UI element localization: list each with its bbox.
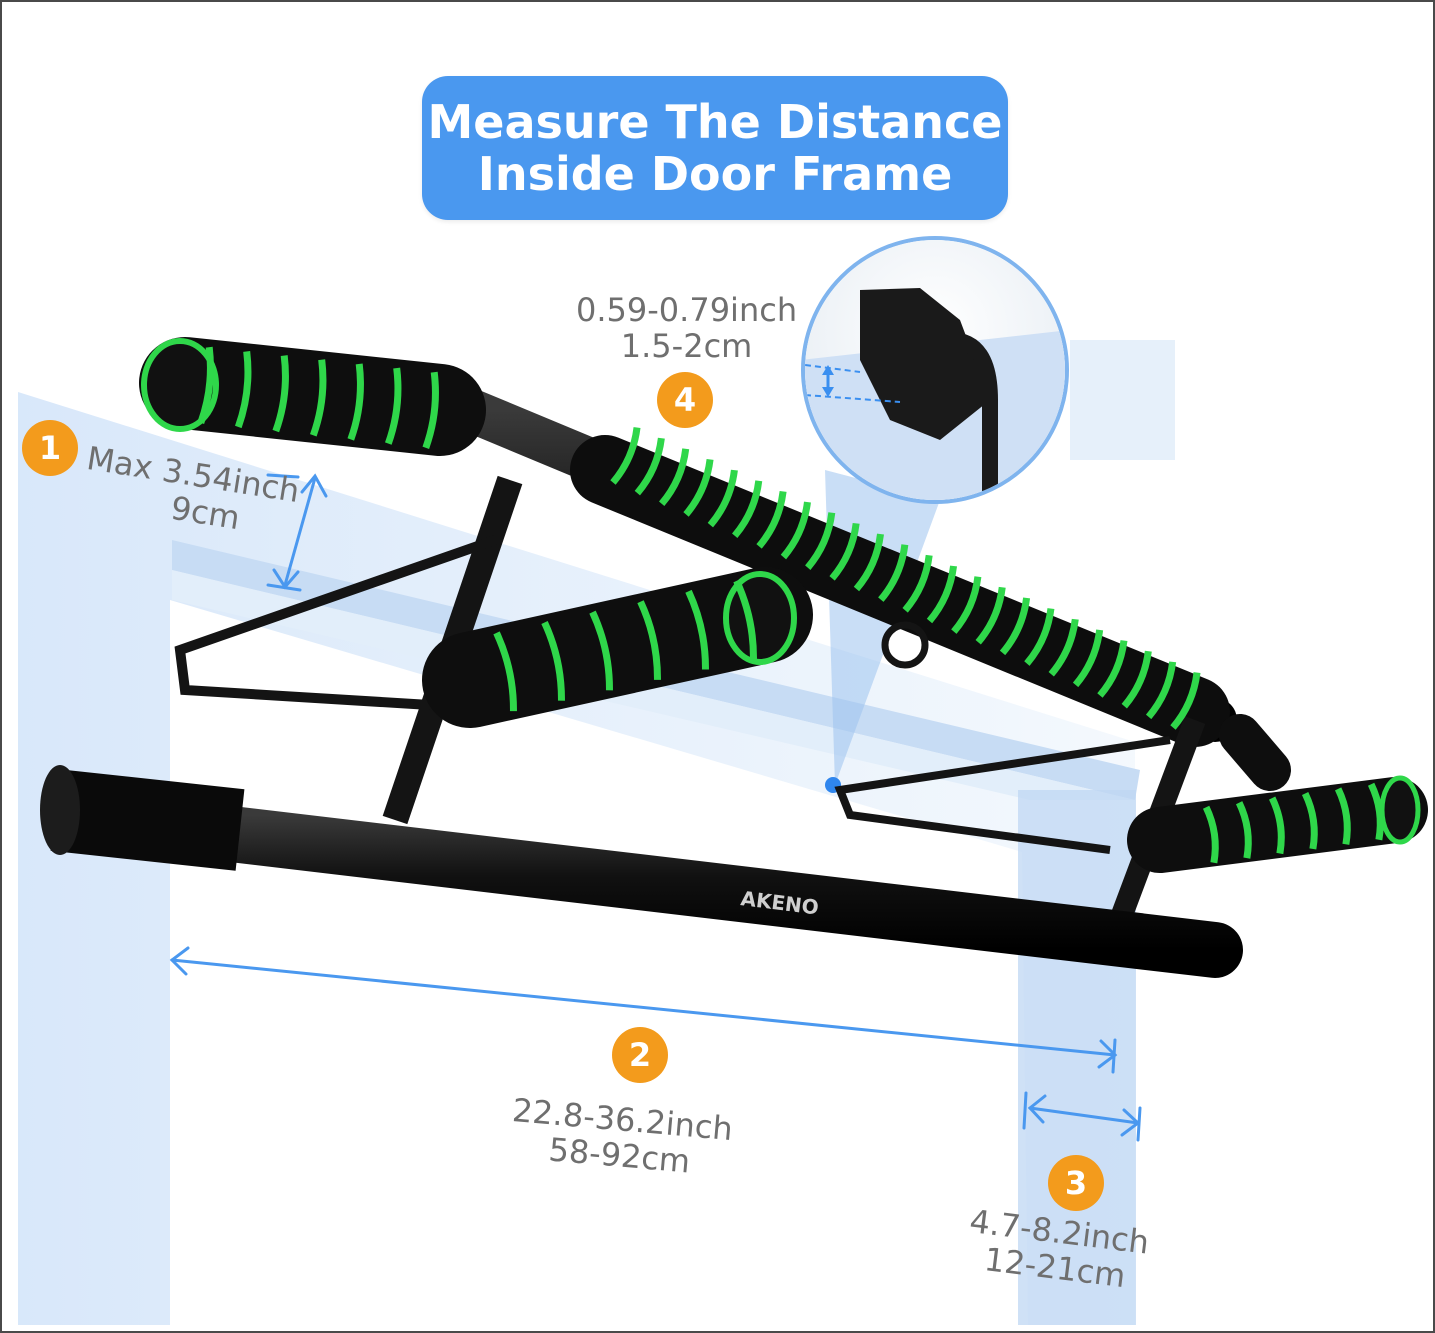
foam-stripe — [658, 448, 690, 507]
foam-stripe — [780, 501, 811, 560]
foam-stripe — [235, 350, 252, 429]
foam-stripe — [1072, 629, 1104, 688]
foam-stripes — [197, 346, 1384, 864]
foam-stripe — [805, 512, 836, 570]
foam-stripe — [707, 469, 738, 528]
foam-stripe — [1202, 805, 1219, 864]
foam-stripe — [634, 437, 665, 496]
foam-stripe — [829, 522, 860, 581]
foam-stripe — [951, 576, 982, 634]
foam-stripe — [1301, 791, 1318, 850]
foam-stripe — [1235, 801, 1252, 859]
foam-stripe — [1367, 782, 1384, 841]
measurement-4: 0.59-0.79inch 1.5-2cm — [576, 292, 797, 364]
foam-stripe — [610, 427, 641, 485]
foam-stripe — [272, 355, 289, 433]
step-badge-3: 3 — [1048, 1155, 1104, 1211]
foam-stripe — [975, 586, 1006, 645]
foam-stripe — [878, 544, 909, 602]
step-badge-1: 1 — [22, 420, 78, 476]
measurement-4-imperial: 0.59-0.79inch — [576, 291, 798, 329]
measurement-4-metric: 1.5-2cm — [620, 327, 753, 365]
foam-stripe — [1170, 672, 1201, 730]
foam-stripe — [589, 610, 613, 691]
foam-stripe — [1334, 787, 1351, 845]
foam-stripe — [1024, 608, 1055, 666]
title-line-1: Measure The Distance — [427, 95, 1003, 149]
foam-stripe — [1145, 661, 1177, 720]
foam-stripe — [637, 600, 661, 680]
foam-stripe — [1048, 618, 1079, 677]
lower-bar — [40, 765, 1243, 978]
foam-stripe — [685, 589, 709, 670]
step-badge-2: 2 — [612, 1027, 668, 1083]
foam-stripe — [385, 367, 402, 445]
foam-stripe — [1268, 796, 1285, 855]
zoom-callout — [801, 236, 1069, 504]
foam-stripe — [853, 533, 884, 592]
foam-stripe — [999, 597, 1031, 656]
foam-stripe — [310, 359, 327, 437]
foam-stripe — [926, 565, 958, 624]
foam-stripe — [493, 631, 517, 712]
foam-stripe — [1097, 640, 1128, 698]
foam-stripe — [902, 554, 933, 613]
foam-stripe — [683, 458, 714, 517]
measure-arrows — [169, 473, 1142, 1142]
foam-stripe — [732, 480, 763, 539]
foam-stripe — [347, 363, 364, 441]
foam-stripe — [422, 371, 439, 449]
title-line-2: Inside Door Frame — [477, 147, 953, 201]
foam-stripe — [756, 490, 787, 549]
foam-stripe — [197, 346, 214, 424]
foam-stripe — [541, 621, 565, 701]
title-banner: Measure The Distance Inside Door Frame — [422, 76, 1008, 220]
foam-stripe — [1121, 650, 1152, 709]
step-badge-4: 4 — [657, 372, 713, 428]
foam-stripe — [733, 579, 757, 660]
